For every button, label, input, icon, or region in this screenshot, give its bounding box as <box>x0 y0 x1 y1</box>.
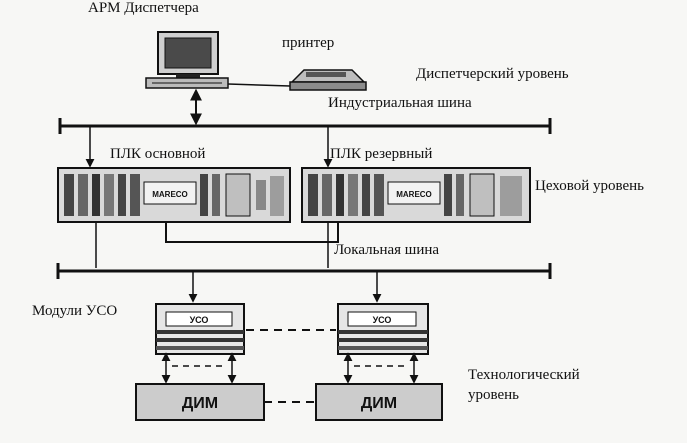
shop-level-label: Цеховой уровень <box>535 178 644 194</box>
plc-main-rack <box>57 167 291 223</box>
io-module-1 <box>155 303 245 355</box>
plc-reserve-label: ПЛК резервный <box>330 146 433 162</box>
sensor-block-2 <box>315 383 443 421</box>
io-module-1-tag: УСО <box>190 315 209 325</box>
plc-reserve-tag: MARECO <box>396 190 432 199</box>
tech-level-label-line1: Технологический <box>468 367 580 383</box>
printer-icon <box>289 69 367 91</box>
sensor-block-2-tag: ДИМ <box>361 395 397 412</box>
sensor-block-1-tag: ДИМ <box>182 395 218 412</box>
plc-reserve-rack <box>301 167 531 223</box>
tech-level-label-line2: уровень <box>468 387 520 403</box>
tech-level-label: Технологический уровень <box>468 365 618 405</box>
io-module-2 <box>337 303 429 355</box>
plc-main-tag: MARECO <box>152 190 188 199</box>
plc-main-label: ПЛК основной <box>110 146 206 162</box>
sensor-block-1 <box>135 383 265 421</box>
dispatcher-level-label: Диспетчерский уровень <box>416 66 569 82</box>
printer-cable <box>227 83 291 87</box>
printer-label: принтер <box>282 35 335 51</box>
local-bus-line <box>165 222 339 243</box>
io-module-2-tag: УСО <box>373 315 392 325</box>
io-modules-label: Модули УСО <box>32 303 118 319</box>
local-bus-label: Локальная шина <box>334 242 440 258</box>
operator-workstation-label: АРМ Диспетчера <box>88 0 199 16</box>
industrial-bus-label: Индустриальная шина <box>328 95 472 111</box>
workstation-icon <box>145 31 229 89</box>
